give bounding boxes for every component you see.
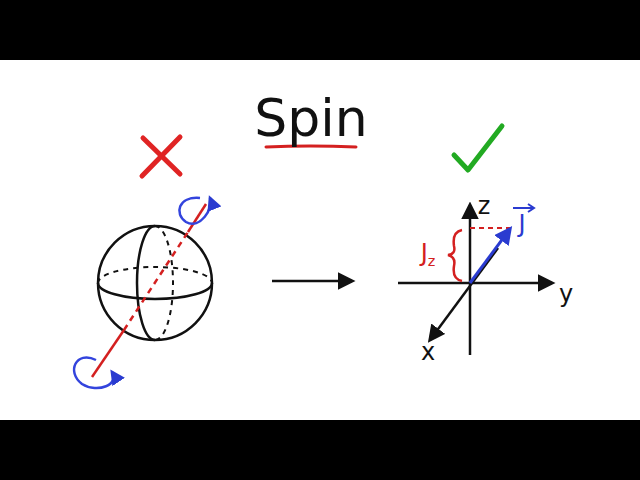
title-underline (266, 146, 356, 147)
projection-line (470, 227, 512, 229)
bracket (448, 230, 462, 281)
rotation-arrows (74, 198, 211, 388)
component-label: Jz (421, 241, 436, 268)
angular-momentum-vector (470, 229, 510, 283)
top-bar (0, 0, 640, 60)
bottom-bar (0, 420, 640, 480)
vector-arrow-symbol (513, 204, 534, 212)
axes (398, 205, 552, 355)
axis-label: z (478, 194, 491, 218)
title: Spin (254, 92, 367, 144)
cross-mark (142, 137, 180, 176)
vector-label: J (518, 212, 525, 236)
transition-arrow (272, 280, 352, 283)
spin-axis (92, 204, 206, 377)
sphere (98, 226, 212, 340)
axis-label: y (559, 282, 573, 306)
axis-label: x (421, 340, 435, 364)
check-mark (454, 126, 502, 170)
